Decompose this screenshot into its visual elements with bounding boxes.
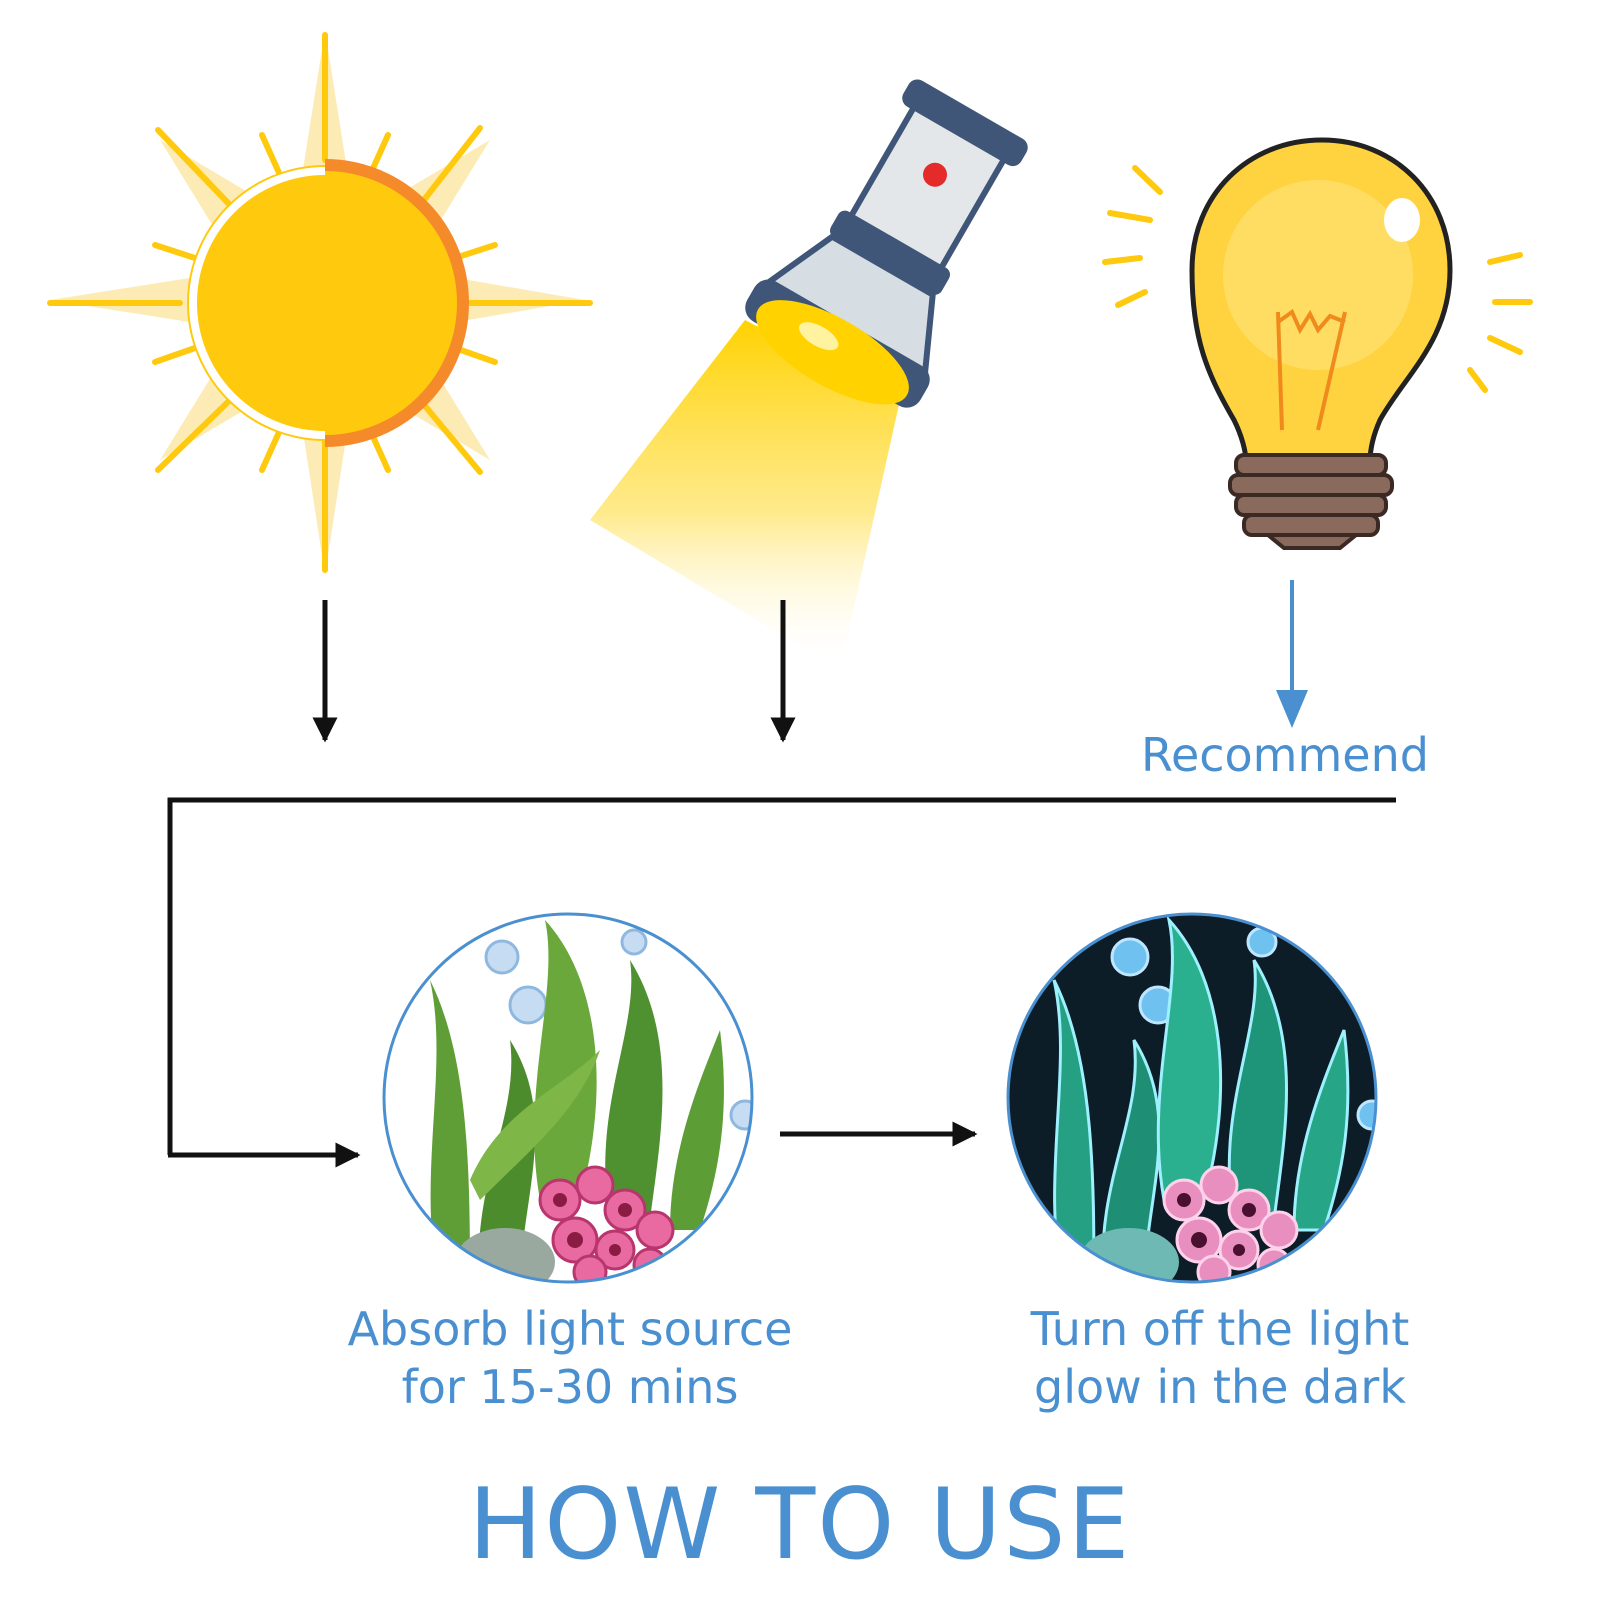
absorb-caption: Absorb light source for 15-30 mins bbox=[320, 1300, 820, 1416]
absorb-caption-line1: Absorb light source bbox=[347, 1302, 793, 1356]
glow-caption-line1: Turn off the light bbox=[1030, 1302, 1410, 1356]
flow-arrows bbox=[167, 600, 1396, 1168]
glow-caption-line2: glow in the dark bbox=[1034, 1360, 1406, 1414]
flashlight-icon bbox=[590, 79, 1028, 670]
connector-line bbox=[167, 797, 1396, 1155]
sun-icon bbox=[47, 30, 593, 575]
bulb-arrowhead bbox=[1276, 690, 1308, 728]
page-title: HOW TO USE bbox=[468, 1468, 1132, 1582]
seaweed-daylight-image bbox=[382, 912, 754, 1284]
glow-caption: Turn off the light glow in the dark bbox=[970, 1300, 1470, 1416]
recommend-label: Recommend bbox=[1141, 728, 1429, 782]
light-bulb-icon bbox=[1102, 137, 1533, 550]
seaweed-glow-image bbox=[1006, 912, 1378, 1284]
absorb-caption-line2: for 15-30 mins bbox=[401, 1360, 739, 1414]
